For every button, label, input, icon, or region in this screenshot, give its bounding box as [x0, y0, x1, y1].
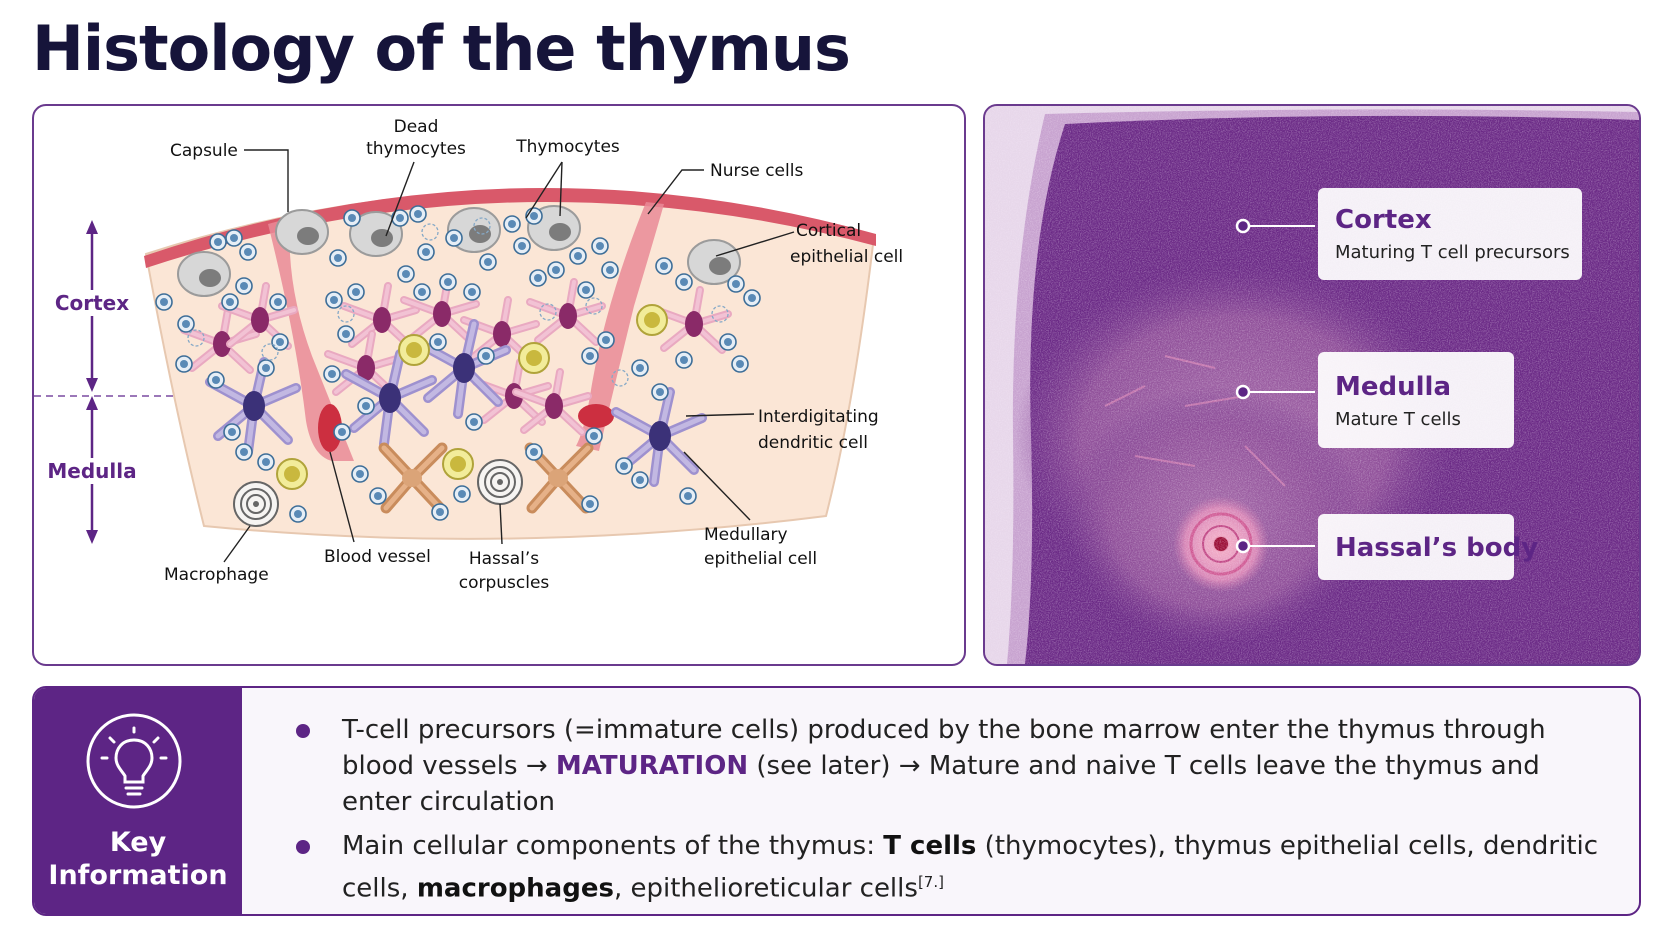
key-information-box: Key Information T-cell precursors (=imma… [32, 686, 1641, 916]
label-interdigitating-1: Interdigitating [758, 407, 879, 427]
region-medulla-label: Medulla [47, 459, 136, 483]
medulla-callout-subtitle: Mature T cells [1335, 409, 1461, 430]
key-bullet-2: Main cellular components of the thymus: … [282, 828, 1612, 907]
key-information-sidebar: Key Information [34, 688, 242, 914]
reference-marker: [7.] [917, 873, 944, 891]
label-medullary-epithelial-1: Medullary [704, 525, 788, 545]
region-cortex-label: Cortex [55, 291, 129, 315]
key-information-label: Key Information [34, 826, 242, 892]
label-dead-thymocytes-1: Dead [394, 117, 439, 137]
micrograph-panel: Cortex Maturing T cell precursors Medull… [983, 104, 1641, 666]
t-cells-highlight: T cells [883, 831, 977, 861]
label-thymocytes: Thymocytes [515, 137, 620, 157]
medulla-callout-title: Medulla [1335, 372, 1451, 402]
label-dead-thymocytes-2: thymocytes [366, 139, 466, 159]
label-macrophage: Macrophage [164, 565, 269, 585]
macrophages-highlight: macrophages [416, 873, 614, 904]
hassals-callout-title: Hassal’s body [1335, 533, 1538, 563]
maturation-highlight: MATURATION [555, 751, 749, 781]
hassals-callout [1318, 514, 1514, 580]
page-title: Histology of the thymus [32, 12, 851, 85]
label-nurse-cells: Nurse cells [710, 161, 803, 181]
key-label-line2: Information [48, 860, 228, 891]
label-hassals-2: corpuscles [459, 573, 550, 593]
label-cortical-epithelial-1: Cortical [796, 221, 861, 241]
thymus-schematic-panel: Cortex Medulla Capsule Dead thymocytes T… [32, 104, 966, 666]
cortex-callout [1318, 188, 1582, 280]
key-bullet-1: T-cell precursors (=immature cells) prod… [282, 712, 1612, 820]
label-cortical-epithelial-2: epithelial cell [790, 247, 903, 267]
label-capsule: Capsule [170, 141, 238, 161]
cortex-pointer-dot [1235, 218, 1251, 234]
lightbulb-icon [86, 713, 182, 809]
label-medullary-epithelial-2: epithelial cell [704, 549, 817, 569]
medulla-callout [1318, 352, 1514, 448]
label-hassals-1: Hassal’s [469, 549, 539, 569]
key-label-line1: Key [109, 827, 167, 858]
cortex-callout-title: Cortex [1335, 205, 1432, 235]
label-blood-vessel: Blood vessel [324, 547, 431, 567]
thymus-schematic: Cortex Medulla Capsule Dead thymocytes T… [34, 117, 903, 593]
hassals-pointer-dot [1235, 538, 1251, 554]
thymus-micrograph: Cortex Maturing T cell precursors Medull… [985, 106, 1639, 664]
cortex-callout-subtitle: Maturing T cell precursors [1335, 242, 1570, 263]
label-interdigitating-2: dendritic cell [758, 433, 868, 453]
key-information-text: T-cell precursors (=immature cells) prod… [282, 712, 1612, 914]
medulla-pointer-dot [1235, 384, 1251, 400]
